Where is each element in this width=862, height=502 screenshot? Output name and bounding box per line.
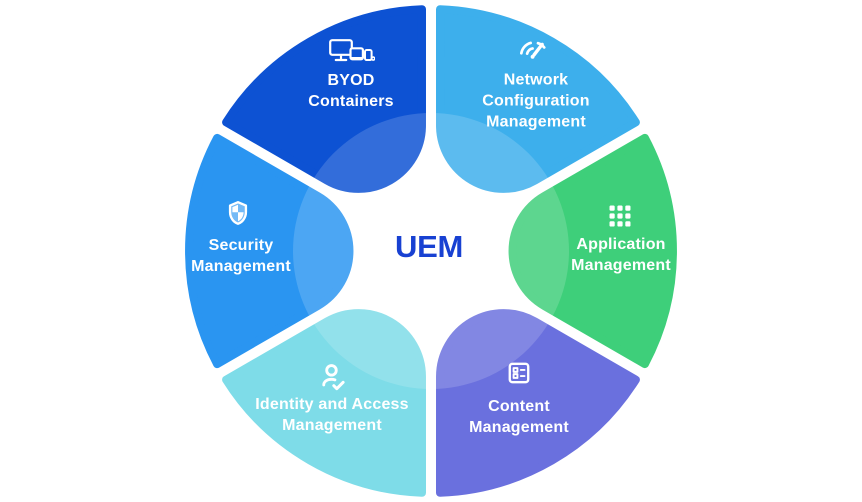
inner-highlight-circle: [293, 113, 569, 389]
segment-content-management: [436, 309, 640, 497]
segment-label: Content Management: [469, 397, 569, 436]
segment-label: Security Management: [191, 236, 291, 275]
segment-label: Application Management: [571, 235, 671, 274]
center-label: UEM: [395, 229, 463, 264]
segment-application-management: [508, 133, 677, 369]
segment-security-management: [185, 133, 354, 369]
segment-label: Identity and Access Management: [255, 395, 409, 434]
segment-network-configuration-management: [436, 5, 640, 193]
apps-grid-icon: [608, 204, 632, 228]
network-check-icon: [519, 34, 550, 65]
segment-identity-and-access-management: [222, 309, 426, 497]
ballot-icon: [506, 360, 533, 387]
shield-icon: [224, 199, 252, 227]
segment-label: BYOD Containers: [308, 71, 394, 110]
person-check-icon: [317, 361, 348, 392]
devices-icon: [329, 39, 376, 65]
segment-label: Network Configuration Management: [482, 71, 590, 131]
segment-byod-containers: [222, 5, 426, 193]
